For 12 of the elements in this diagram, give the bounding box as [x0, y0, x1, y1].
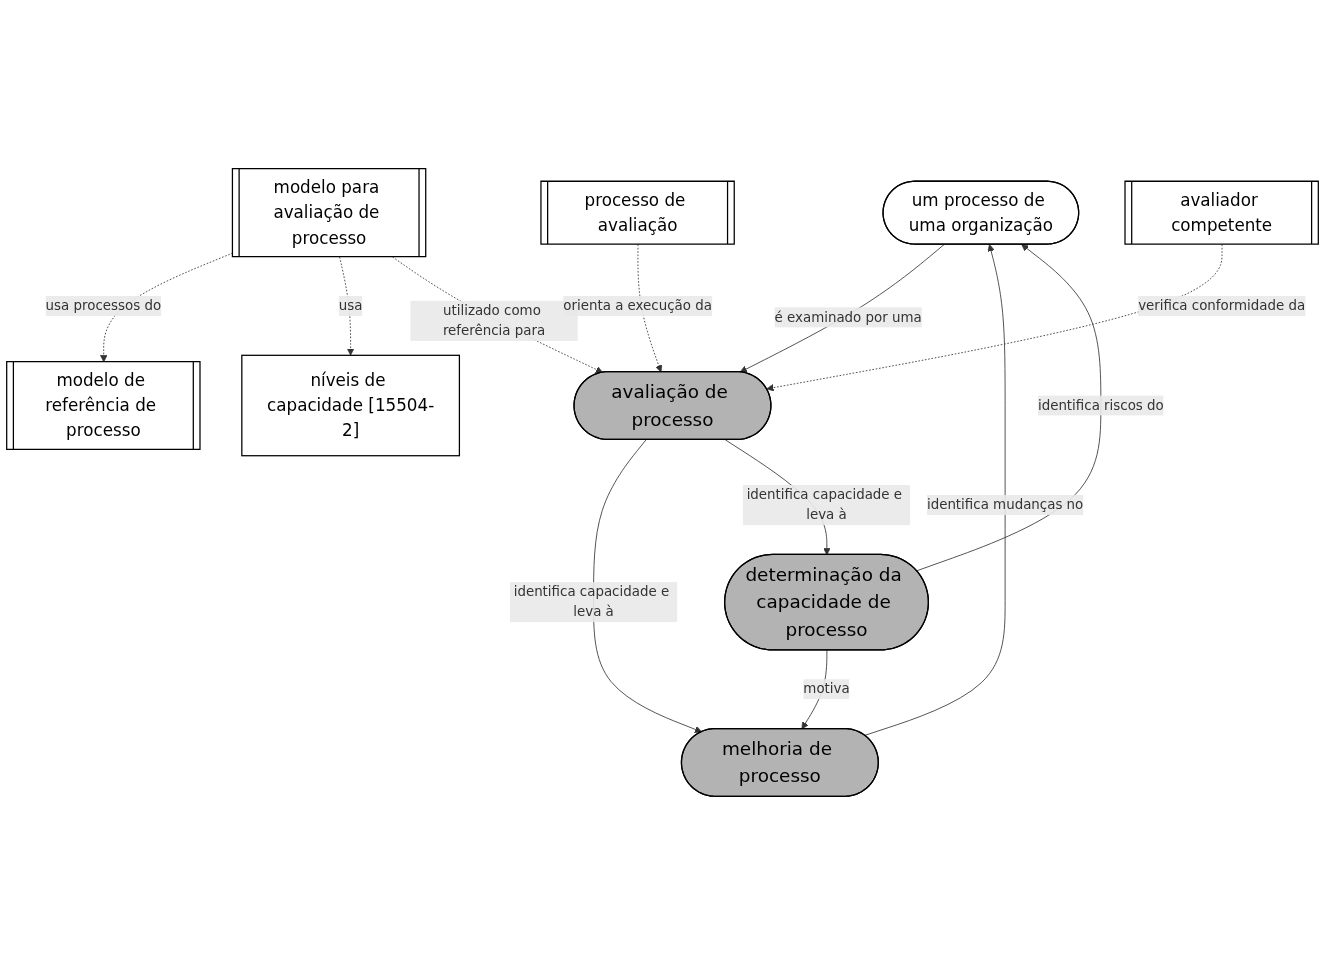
edge-label: orienta a execução da [563, 297, 712, 314]
node-box: níveis de capacidade [15504-2] [241, 354, 461, 457]
edge-label: usa processos do [45, 297, 162, 314]
edge-label: utilizado como referência para [442, 302, 546, 339]
edge-label: identifica capacidade e leva à [746, 486, 903, 523]
edge-label: identifica riscos do [1037, 397, 1164, 414]
edge-label: motiva [803, 680, 850, 697]
edge-label: identifica capacidade e leva à [513, 583, 670, 620]
edge-label: usa [338, 297, 363, 314]
edge-label: é examinado por uma [774, 308, 922, 325]
edge-label: verifica conformidade da [1138, 297, 1306, 314]
edge-label: identifica mudanças no [926, 496, 1084, 513]
